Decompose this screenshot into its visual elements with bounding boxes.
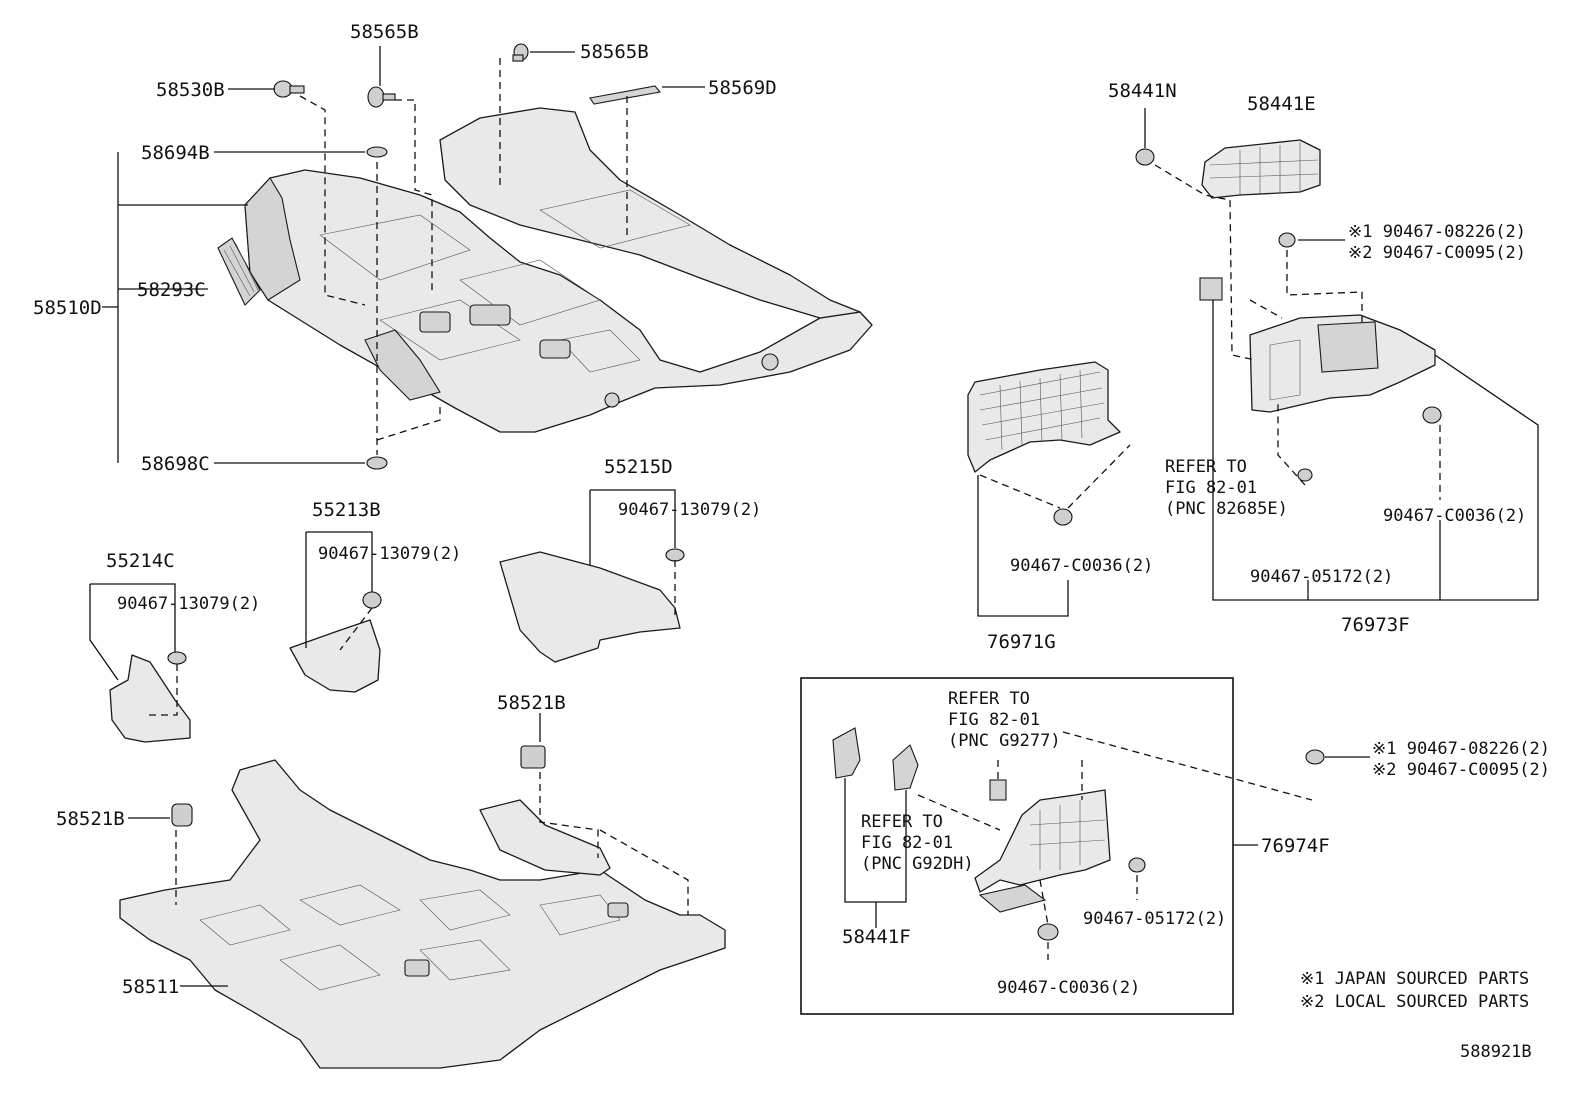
label-58510D: 58510D (33, 297, 102, 319)
label-clip-C0095-b: ※2 90467-C0095(2) (1372, 760, 1550, 780)
label-55214C: 55214C (106, 550, 175, 572)
clip-58698C (366, 456, 388, 470)
label-refer-c1: REFER TO (861, 812, 943, 832)
label-58569D: 58569D (708, 77, 777, 99)
label-clip-13079-55215D: 90467-13079(2) (618, 500, 761, 520)
label-clip-C0036-b: 90467-C0036(2) (1010, 556, 1153, 576)
label-clip-08226-a: ※1 90467-08226(2) (1348, 222, 1526, 242)
label-58565B-right: 58565B (580, 41, 649, 63)
label-clip-08226-b: ※1 90467-08226(2) (1372, 739, 1550, 759)
label-refer-c2: FIG 82-01 (861, 833, 953, 853)
clip-58441N (1135, 148, 1155, 166)
floor-carpet-rear (119, 759, 726, 1069)
trim-76973F (1249, 314, 1436, 413)
trim-76971G (967, 361, 1121, 526)
pad-58441F (832, 727, 919, 791)
label-55215D: 55215D (604, 456, 673, 478)
floor-carpet-front (244, 107, 873, 433)
clip-58694B (366, 146, 388, 158)
bracket-58569D (589, 85, 662, 105)
heel-pad-58293C (217, 237, 261, 306)
label-58694B: 58694B (141, 142, 210, 164)
label-clip-13079-55214C: 90467-13079(2) (117, 594, 260, 614)
label-58441E: 58441E (1247, 93, 1316, 115)
label-clip-C0036-c: 90467-C0036(2) (997, 978, 1140, 998)
label-clip-C0036-a: 90467-C0036(2) (1383, 506, 1526, 526)
trim-76974F (974, 789, 1111, 913)
label-58530B: 58530B (156, 79, 225, 101)
label-refer-b3: (PNC G9277) (948, 731, 1061, 751)
figure-id: 588921B (1460, 1042, 1532, 1062)
label-76971G: 76971G (987, 631, 1056, 653)
clip-58521B-top (520, 745, 546, 769)
clip-58530B (273, 80, 305, 98)
label-clip-C0095-a: ※2 90467-C0095(2) (1348, 243, 1526, 263)
group-box-76974F (800, 677, 1234, 1015)
label-refer-a1: REFER TO (1165, 457, 1247, 477)
trim-58441E (1201, 139, 1321, 199)
note-japan-sourced: ※1 JAPAN SOURCED PARTS (1300, 969, 1529, 989)
clip-58565B-top (367, 86, 396, 108)
label-58441N: 58441N (1108, 80, 1177, 102)
label-refer-a3: (PNC 82685E) (1165, 499, 1288, 519)
label-76973F: 76973F (1341, 614, 1410, 636)
label-58511: 58511 (122, 976, 179, 998)
label-58698C: 58698C (141, 453, 210, 475)
note-local-sourced: ※2 LOCAL SOURCED PARTS (1300, 992, 1529, 1012)
pad-55213B (289, 591, 382, 693)
pad-55215D (499, 548, 685, 663)
label-refer-c3: (PNC G92DH) (861, 854, 974, 874)
pad-55214C (109, 651, 191, 743)
label-58293C: 58293C (137, 279, 206, 301)
label-refer-b2: FIG 82-01 (948, 710, 1040, 730)
label-clip-13079-55213B: 90467-13079(2) (318, 544, 461, 564)
label-58521B-left: 58521B (56, 808, 125, 830)
label-clip-05172-b: 90467-05172(2) (1083, 909, 1226, 929)
label-refer-a2: FIG 82-01 (1165, 478, 1257, 498)
clip-58565B-right (512, 43, 529, 62)
label-76974F: 76974F (1261, 835, 1330, 857)
label-58521B-top: 58521B (497, 692, 566, 714)
label-55213B: 55213B (312, 499, 381, 521)
label-58441F: 58441F (842, 926, 911, 948)
clip-58521B-left (171, 803, 193, 827)
label-clip-05172-a: 90467-05172(2) (1250, 567, 1393, 587)
label-58565B-top: 58565B (350, 21, 419, 43)
label-refer-b1: REFER TO (948, 689, 1030, 709)
